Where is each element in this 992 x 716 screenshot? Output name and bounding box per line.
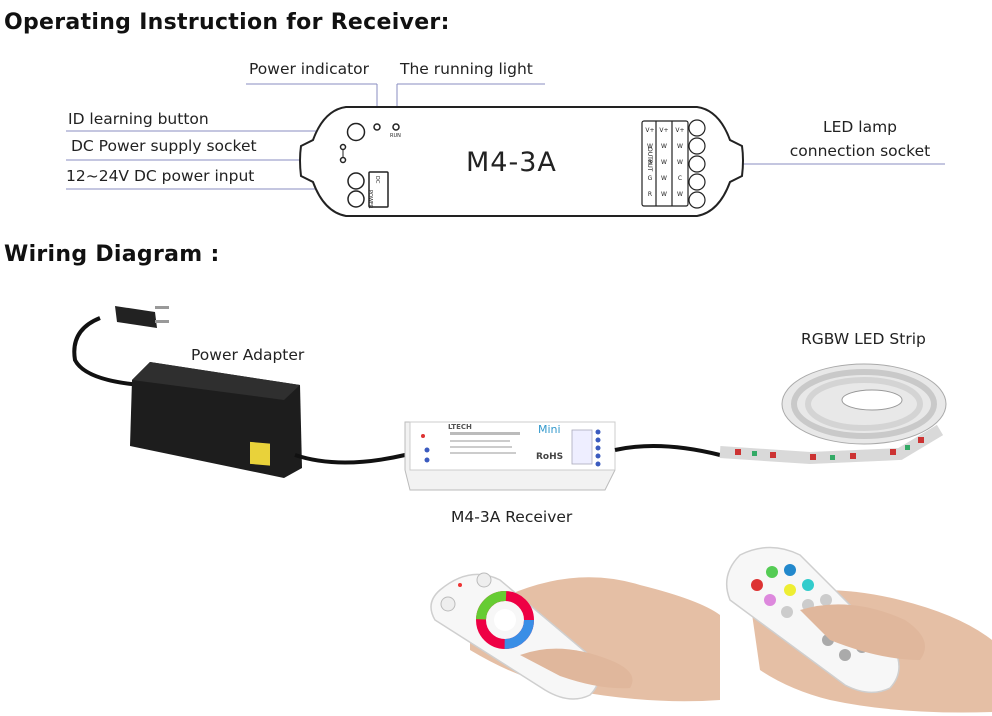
id-learning-button-label: ID learning button: [68, 110, 209, 128]
run-mark: RUN: [390, 133, 401, 139]
power-adapter-label: Power Adapter: [191, 346, 305, 364]
remote-with-keypad-image: [725, 546, 992, 713]
m4-3a-receiver-label: M4-3A Receiver: [451, 508, 573, 526]
dc-power-input-label: 12~24V DC power input: [66, 167, 255, 185]
power-mark: POWER: [367, 190, 373, 209]
running-light-label: The running light: [400, 60, 533, 78]
led-strip-label: RGBW LED Strip: [801, 330, 926, 348]
receiver-body: [299, 106, 744, 217]
id-learning-button: [346, 122, 366, 142]
mini-receiver-image: [404, 421, 721, 491]
power-indicator-label: Power indicator: [249, 60, 370, 78]
wiring-diagram-title: Wiring Diagram :: [4, 242, 220, 267]
led-socket-label-line2: connection socket: [789, 142, 931, 160]
led-socket-label-line1: LED lamp: [822, 118, 898, 136]
remote-with-color-wheel-image: [430, 572, 720, 702]
dc-mark: DC: [374, 176, 380, 184]
receiver-mini-badge: Mini: [538, 423, 561, 436]
receiver-brand-text: LTECH: [448, 423, 472, 431]
receiver-model-text: M4-3A: [466, 147, 557, 178]
power-adapter-image: [72, 306, 406, 478]
receiver-rohs-mark: RoHS: [536, 452, 564, 462]
operating-instruction-title: Operating Instruction for Receiver:: [4, 10, 450, 35]
dc-power-socket-label: DC Power supply socket: [71, 137, 257, 155]
led-strip-image: [719, 363, 947, 465]
